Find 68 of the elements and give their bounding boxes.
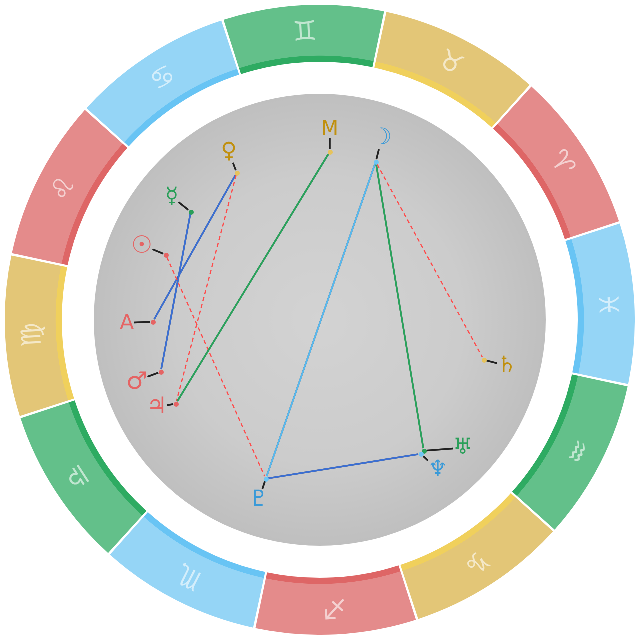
angle-label: A [120,312,134,334]
aspect-line [268,454,419,480]
leader-line [232,162,237,171]
zodiac-segment [374,12,530,128]
point-marker-icon [418,452,424,456]
point-marker-icon [164,252,168,258]
aspect-line [160,214,192,370]
zodiac-sign: ♌ [46,172,81,206]
point-marker-icon [422,448,426,454]
point-marker-icon [174,402,178,406]
point-marker-icon [482,358,486,362]
point-marker-icon [150,320,156,324]
leader-line [426,448,454,452]
planet-symbol: ♃ [146,396,168,418]
zodiac-segment [12,110,128,266]
zodiac-segment [255,565,417,635]
zodiac-sign: ♑ [459,544,494,580]
zodiac-sign: ♉ [434,46,468,81]
point-marker-icon [374,160,378,164]
zodiac-sign: ♈ [544,146,580,181]
point-marker-icon [264,476,268,482]
aspect-line [376,164,424,449]
zodiac-sign: ♋ [146,60,181,96]
leader-line [134,321,151,324]
zodiac-sign: ♒ [559,434,594,468]
leader-line [152,248,164,255]
leader-line [486,360,498,364]
zodiac-sign: ♎ [60,459,96,494]
point-marker-icon [234,170,240,176]
zodiac-segment [223,5,385,75]
zodiac-segment [565,223,635,385]
point-marker-icon [328,150,332,154]
leader-line [167,404,174,406]
planet-symbol: ♆ [428,459,448,481]
planet-symbol: ♅ [453,437,473,459]
leader-line [262,481,266,490]
planet-symbol: ♇ [249,489,269,511]
planet-symbol: ☽ [372,126,392,150]
point-marker-icon [188,210,194,214]
leader-line [422,456,429,462]
zodiac-segment [110,512,266,628]
zodiac-segment [20,400,147,554]
zodiac-sign: ♓ [593,292,622,318]
leader-line [376,149,380,160]
zodiac-segment [400,493,554,620]
zodiac-segment [512,374,628,530]
aspect-line [154,175,236,320]
planet-symbol: ♂ [126,369,148,393]
zodiac-sign: ♐ [322,593,348,622]
planet-symbol: ♄ [497,355,517,377]
planet-symbol: ☉ [131,233,153,257]
zodiac-sign: ♊ [292,18,318,46]
aspect-line [376,164,484,358]
point-marker-icon [158,370,164,374]
planet-symbol: ☿ [165,186,179,208]
leader-line [147,372,159,378]
aspect-line [176,154,330,402]
zodiac-sign: ♏ [172,559,206,594]
aspect-line [166,257,266,477]
leader-line [178,202,190,211]
aspect-line [266,164,376,477]
aspect-line [176,175,237,402]
leader-line [329,138,331,150]
zodiac-segment [493,86,620,240]
planet-symbol: ♀ [220,141,238,163]
zodiac-segment [5,255,75,417]
zodiac-sign: ♍ [18,322,46,348]
angle-label: M [321,118,339,138]
